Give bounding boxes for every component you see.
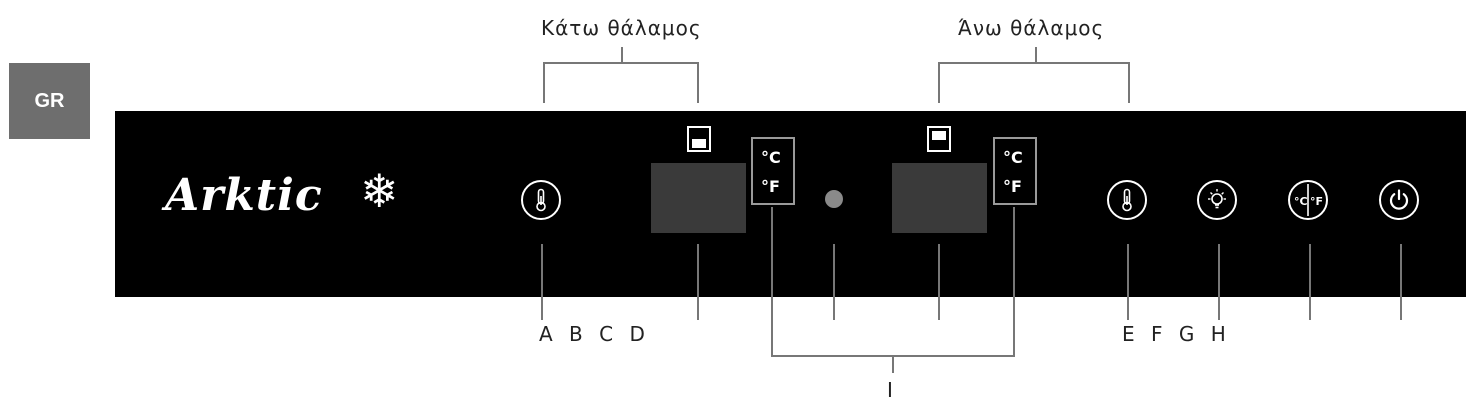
- lower-chamber-indicator: [687, 126, 711, 152]
- language-tab: GR: [9, 63, 90, 139]
- fahrenheit-label: °F: [761, 177, 780, 196]
- lower-chamber-title: Κάτω θάλαμος: [541, 16, 702, 40]
- unit-toggle-button[interactable]: °C °F: [1288, 180, 1328, 220]
- callout-letters-right: E F G H: [1122, 322, 1231, 346]
- thermometer-icon: [1122, 188, 1132, 212]
- light-bulb-icon: [1208, 189, 1226, 209]
- status-led: [825, 190, 843, 208]
- upper-chamber-temperature-button[interactable]: [1107, 180, 1147, 220]
- upper-chamber-indicator: [927, 126, 951, 152]
- celsius-fahrenheit-icon: °C °F: [1294, 184, 1323, 216]
- lower-chamber-display: [651, 163, 746, 233]
- light-button[interactable]: [1197, 180, 1237, 220]
- upper-chamber-display: [892, 163, 987, 233]
- svg-text:°C: °C: [1294, 195, 1308, 208]
- upper-chamber-unit-indicator: °C °F: [993, 137, 1037, 205]
- power-button[interactable]: [1379, 180, 1419, 220]
- thermometer-icon: [536, 188, 546, 212]
- brand-logo: Arktic: [165, 170, 323, 221]
- fahrenheit-label: °F: [1003, 177, 1022, 196]
- upper-chamber-title: Άνω θάλαμος: [958, 16, 1105, 40]
- snowflake-icon: ❄: [360, 164, 399, 218]
- callout-letter-unit-selector: I: [887, 378, 898, 402]
- svg-text:°F: °F: [1310, 195, 1323, 208]
- language-tab-label: GR: [34, 89, 65, 112]
- celsius-label: °C: [1003, 148, 1023, 167]
- lower-chamber-unit-indicator: °C °F: [751, 137, 795, 205]
- lower-chamber-temperature-button[interactable]: [521, 180, 561, 220]
- celsius-label: °C: [761, 148, 781, 167]
- power-icon: [1389, 189, 1409, 210]
- callout-letters-left: A B C D: [539, 322, 650, 346]
